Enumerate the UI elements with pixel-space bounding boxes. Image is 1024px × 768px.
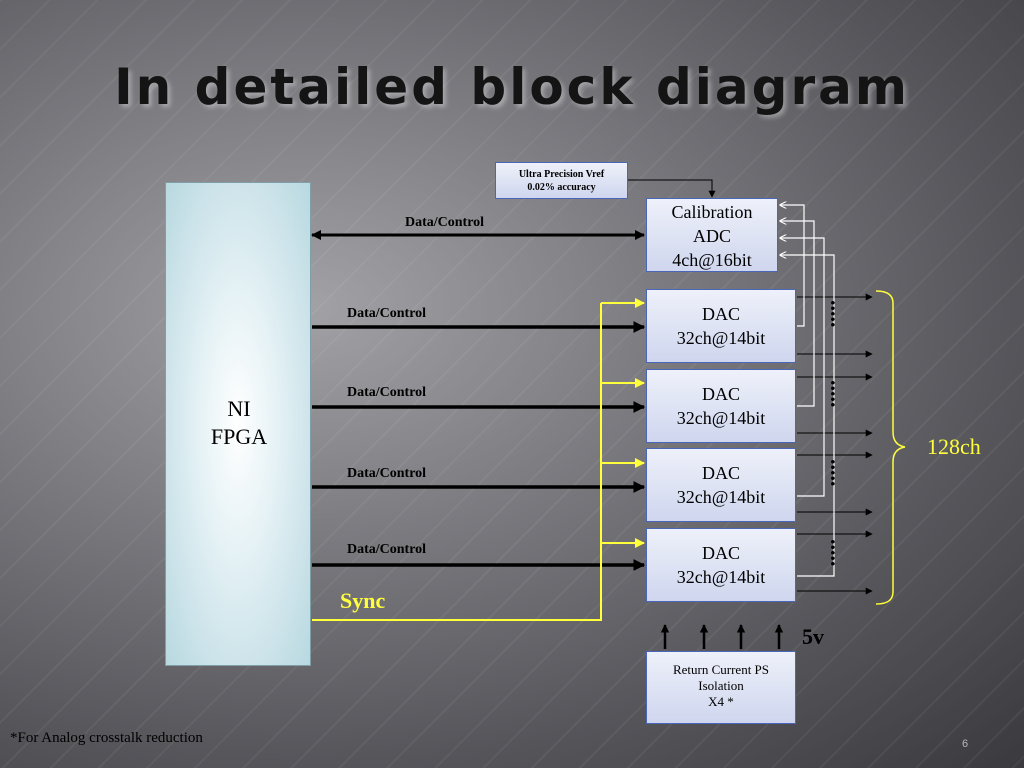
sync-line [312, 303, 602, 621]
cal-label-line3: 4ch@16bit [672, 250, 752, 270]
channel-dots-2: ..... [826, 380, 851, 408]
dac-label-line1: DAC [701, 543, 740, 563]
supply-arrows [660, 624, 784, 649]
cal-label-line2: ADC [692, 226, 731, 246]
supply-voltage-label: 5v [802, 624, 824, 649]
dac-block-3: DAC 32ch@14bit [646, 448, 796, 522]
dac-block-2: DAC 32ch@14bit [646, 369, 796, 443]
dac-label-line2: 32ch@14bit [676, 408, 766, 428]
vref-block: Ultra Precision Vref 0.02% accuracy [495, 162, 628, 199]
ps-label-line1: Return Current PS [672, 662, 770, 677]
fpga-label-line2: FPGA [210, 424, 268, 449]
page-number: 6 [962, 738, 969, 750]
dac-block-4: DAC 32ch@14bit [646, 528, 796, 602]
dac1-link-label: Data/Control [347, 306, 427, 321]
feedback-lines [780, 205, 835, 577]
dac-label-line1: DAC [701, 463, 740, 483]
dac-label-line2: 32ch@14bit [676, 328, 766, 348]
vref-label-line1: Ultra Precision Vref [518, 169, 605, 180]
channel-brace [875, 290, 906, 605]
fpga-label-line1: NI [227, 396, 251, 421]
ps-label-line3: X4 * [708, 694, 734, 709]
dac3-link-label: Data/Control [347, 466, 427, 481]
dac2-link-label: Data/Control [347, 385, 427, 400]
adc-link-label: Data/Control [405, 215, 485, 230]
sync-label: Sync [340, 588, 386, 613]
channels-label: 128ch [927, 434, 981, 459]
calibration-adc-block: Calibration ADC 4ch@16bit [646, 198, 778, 272]
channel-dots-1: ..... [826, 300, 851, 328]
dac-label-line2: 32ch@14bit [676, 487, 766, 507]
dac-label-line2: 32ch@14bit [676, 567, 766, 587]
channel-dots-3: ..... [826, 459, 851, 487]
ni-fpga-block: NI FPGA [165, 182, 311, 666]
dac4-link-label: Data/Control [347, 542, 427, 557]
dac-label-line1: DAC [701, 384, 740, 404]
footnote: *For Analog crosstalk reduction [10, 730, 203, 746]
dac-block-1: DAC 32ch@14bit [646, 289, 796, 363]
vref-label-line2: 0.02% accuracy [527, 182, 596, 193]
power-supply-block: Return Current PS Isolation X4 * [646, 651, 796, 724]
ps-label-line2: Isolation [698, 678, 744, 693]
slide-title: In detailed block diagram [114, 58, 910, 116]
vref-arrow [628, 179, 716, 198]
cal-label-line1: Calibration [671, 202, 753, 222]
dac-label-line1: DAC [701, 304, 740, 324]
channel-dots-4: ..... [826, 539, 851, 567]
